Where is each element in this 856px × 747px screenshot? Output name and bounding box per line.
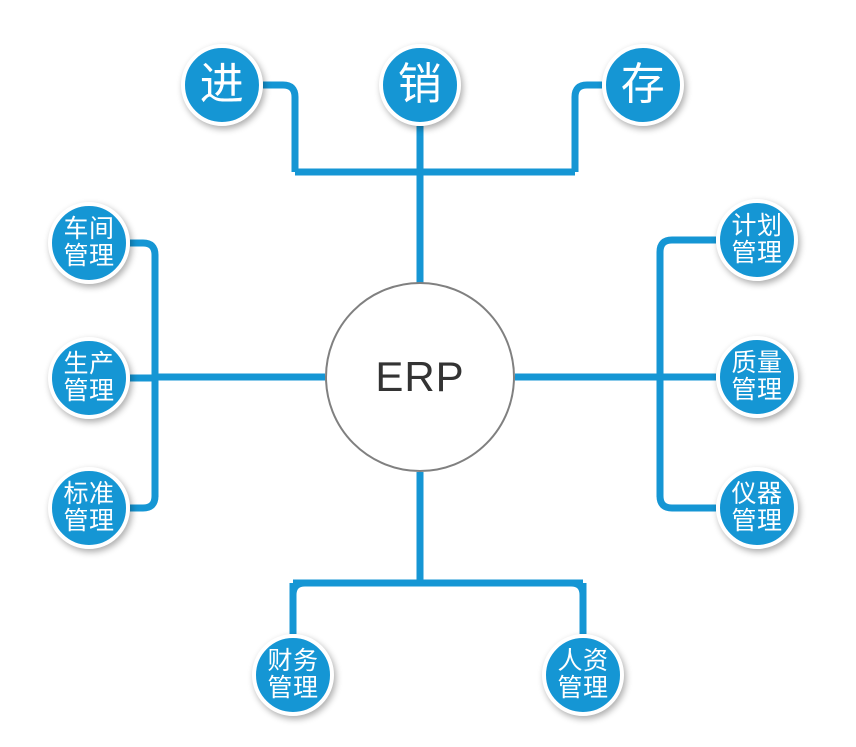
center-node-erp[interactable]: ERP xyxy=(325,282,515,472)
node-jihua-guanli-label: 计划 管理 xyxy=(731,213,782,267)
node-chejian-guanli-label: 车间 管理 xyxy=(63,216,114,270)
connector-right-yiqi xyxy=(656,487,716,512)
connector-bottom-corner-right xyxy=(570,579,587,596)
right-connectors xyxy=(515,236,716,512)
node-chejian-guanli-line-1: 管理 xyxy=(63,242,115,270)
node-caiwu-guanli[interactable]: 财务 管理 xyxy=(252,634,334,716)
node-xiao[interactable]: 销 xyxy=(379,44,461,126)
node-jihua-guanli[interactable]: 计划 管理 xyxy=(716,199,798,281)
node-caiwu-guanli-line-0: 财务 xyxy=(267,647,319,675)
node-zhiliang-guanli-label: 质量 管理 xyxy=(731,350,782,404)
node-renzi-guanli-line-0: 人资 xyxy=(557,647,609,675)
node-shengchan-guanli-label: 生产 管理 xyxy=(63,351,114,405)
node-zhiliang-guanli[interactable]: 质量 管理 xyxy=(716,336,798,418)
left-connectors xyxy=(130,239,325,512)
node-jihua-guanli-line-1: 管理 xyxy=(731,239,783,267)
node-chejian-guanli[interactable]: 车间 管理 xyxy=(48,202,130,284)
node-yiqi-guanli-label: 仪器 管理 xyxy=(731,481,782,535)
node-chejian-guanli-line-0: 车间 xyxy=(63,215,115,243)
node-renzi-guanli-label: 人资 管理 xyxy=(557,648,608,702)
connector-left-chejian xyxy=(130,239,159,265)
node-xiao-label: 销 xyxy=(398,61,443,109)
connector-left-biaozhun xyxy=(130,487,159,512)
node-biaozhun-guanli[interactable]: 标准 管理 xyxy=(48,467,130,549)
node-cun-line-0: 存 xyxy=(620,60,666,110)
node-yiqi-guanli[interactable]: 仪器 管理 xyxy=(716,467,798,549)
node-caiwu-guanli-line-1: 管理 xyxy=(267,674,319,702)
node-shengchan-guanli-line-0: 生产 xyxy=(63,350,115,378)
node-cun[interactable]: 存 xyxy=(602,44,684,126)
node-jin[interactable]: 进 xyxy=(181,44,263,126)
node-biaozhun-guanli-line-1: 管理 xyxy=(63,507,115,535)
node-yiqi-guanli-line-1: 管理 xyxy=(731,507,783,535)
node-xiao-line-0: 销 xyxy=(397,60,443,110)
node-renzi-guanli[interactable]: 人资 管理 xyxy=(542,634,624,716)
node-jihua-guanli-line-0: 计划 xyxy=(731,212,783,240)
connector-top-cun xyxy=(571,81,602,172)
node-biaozhun-guanli-label: 标准 管理 xyxy=(63,481,114,535)
node-renzi-guanli-line-1: 管理 xyxy=(557,674,609,702)
center-node-label: ERP xyxy=(375,353,465,400)
node-cun-label: 存 xyxy=(621,61,666,109)
node-jin-label: 进 xyxy=(200,61,245,109)
node-biaozhun-guanli-line-0: 标准 xyxy=(63,480,115,508)
node-caiwu-guanli-label: 财务 管理 xyxy=(267,648,318,702)
node-zhiliang-guanli-line-0: 质量 xyxy=(731,349,783,377)
node-shengchan-guanli[interactable]: 生产 管理 xyxy=(48,337,130,419)
connector-bottom-corner-left xyxy=(289,579,306,596)
bottom-connectors xyxy=(289,472,587,634)
connector-top-jin xyxy=(263,81,299,172)
node-zhiliang-guanli-line-1: 管理 xyxy=(731,376,783,404)
connector-right-jihua xyxy=(656,236,716,262)
node-yiqi-guanli-line-0: 仪器 xyxy=(731,480,783,508)
node-shengchan-guanli-line-1: 管理 xyxy=(63,377,115,405)
node-jin-line-0: 进 xyxy=(199,60,245,110)
top-connectors xyxy=(263,81,602,283)
